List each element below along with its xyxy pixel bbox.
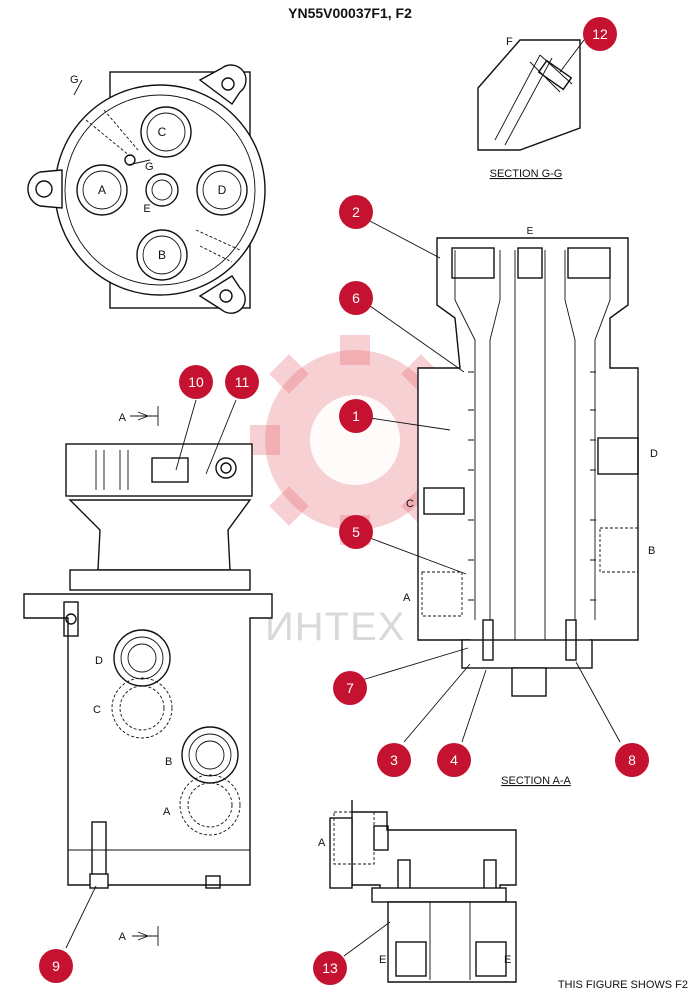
callout-6-number: 6 — [352, 290, 360, 306]
top-view: C A D B E G G — [27, 64, 266, 314]
watermark-text: ИНТЕХ — [265, 605, 405, 649]
callout-7[interactable]: 7 — [333, 671, 367, 705]
section-aa-title: SECTION A-A — [501, 775, 571, 787]
port-label-d-side: D — [95, 655, 103, 667]
callout-1-number: 1 — [352, 408, 360, 424]
callout-13[interactable]: 13 — [313, 951, 347, 985]
callout-11[interactable]: 11 — [225, 365, 259, 399]
port-label-c-top: C — [158, 125, 167, 139]
port-label-d-aa: D — [650, 448, 658, 460]
port-label-c-side: C — [93, 704, 101, 716]
callout-2[interactable]: 2 — [339, 195, 373, 229]
section-aa-view: E D C B A SECTION A-A — [403, 226, 658, 787]
port-label-e-top: E — [143, 203, 150, 215]
callout-10[interactable]: 10 — [179, 365, 213, 399]
port-label-b-top: B — [158, 248, 166, 262]
section-gg-title: SECTION G-G — [490, 168, 563, 180]
callout-3[interactable]: 3 — [377, 743, 411, 777]
callout-4[interactable]: 4 — [437, 743, 471, 777]
callout-8[interactable]: 8 — [615, 743, 649, 777]
callout-11-number: 11 — [235, 374, 250, 390]
callout-7-number: 7 — [346, 680, 354, 696]
callout-5[interactable]: 5 — [339, 515, 373, 549]
view-label-g-center: G — [145, 161, 154, 173]
callout-13-number: 13 — [322, 960, 338, 976]
callout-4-number: 4 — [450, 752, 458, 768]
callout-3-number: 3 — [390, 752, 398, 768]
callout-2-number: 2 — [352, 204, 360, 220]
port-label-e-right: E — [504, 954, 511, 966]
drawing-id: YN55V00037F1, F2 — [288, 5, 412, 21]
callout-9[interactable]: 9 — [39, 949, 73, 983]
port-label-c-aa: C — [406, 498, 414, 510]
port-label-d-top: D — [218, 183, 227, 197]
port-label-a-aa: A — [403, 592, 411, 604]
view-label-a-arrow-bottom: A — [119, 931, 127, 943]
callout-9-number: 9 — [52, 958, 60, 974]
port-label-b-aa: B — [648, 545, 655, 557]
bottom-section-view: A E E — [318, 800, 517, 983]
port-label-a-side: A — [163, 806, 171, 818]
callout-5-number: 5 — [352, 524, 360, 540]
view-label-a-arrow-top: A — [119, 412, 127, 424]
callout-10-number: 10 — [188, 374, 204, 390]
leader-lines — [65, 39, 621, 957]
callout-12[interactable]: 12 — [583, 17, 617, 51]
view-label-f-gg: F — [506, 36, 513, 48]
port-label-a-top: A — [98, 183, 106, 197]
port-label-e-left: E — [379, 954, 386, 966]
callout-8-number: 8 — [628, 752, 636, 768]
callout-1[interactable]: 1 — [339, 399, 373, 433]
footer-note: THIS FIGURE SHOWS F2 — [558, 979, 688, 991]
port-label-e-aa: E — [527, 226, 534, 237]
port-label-a-bottom: A — [318, 837, 326, 849]
port-label-b-side: B — [165, 756, 172, 768]
callout-12-number: 12 — [592, 26, 608, 42]
section-gg-view: F SECTION G-G — [477, 36, 581, 180]
callout-6[interactable]: 6 — [339, 281, 373, 315]
view-label-g-top: G — [70, 74, 79, 86]
side-view: A D C B A A — [23, 406, 273, 946]
